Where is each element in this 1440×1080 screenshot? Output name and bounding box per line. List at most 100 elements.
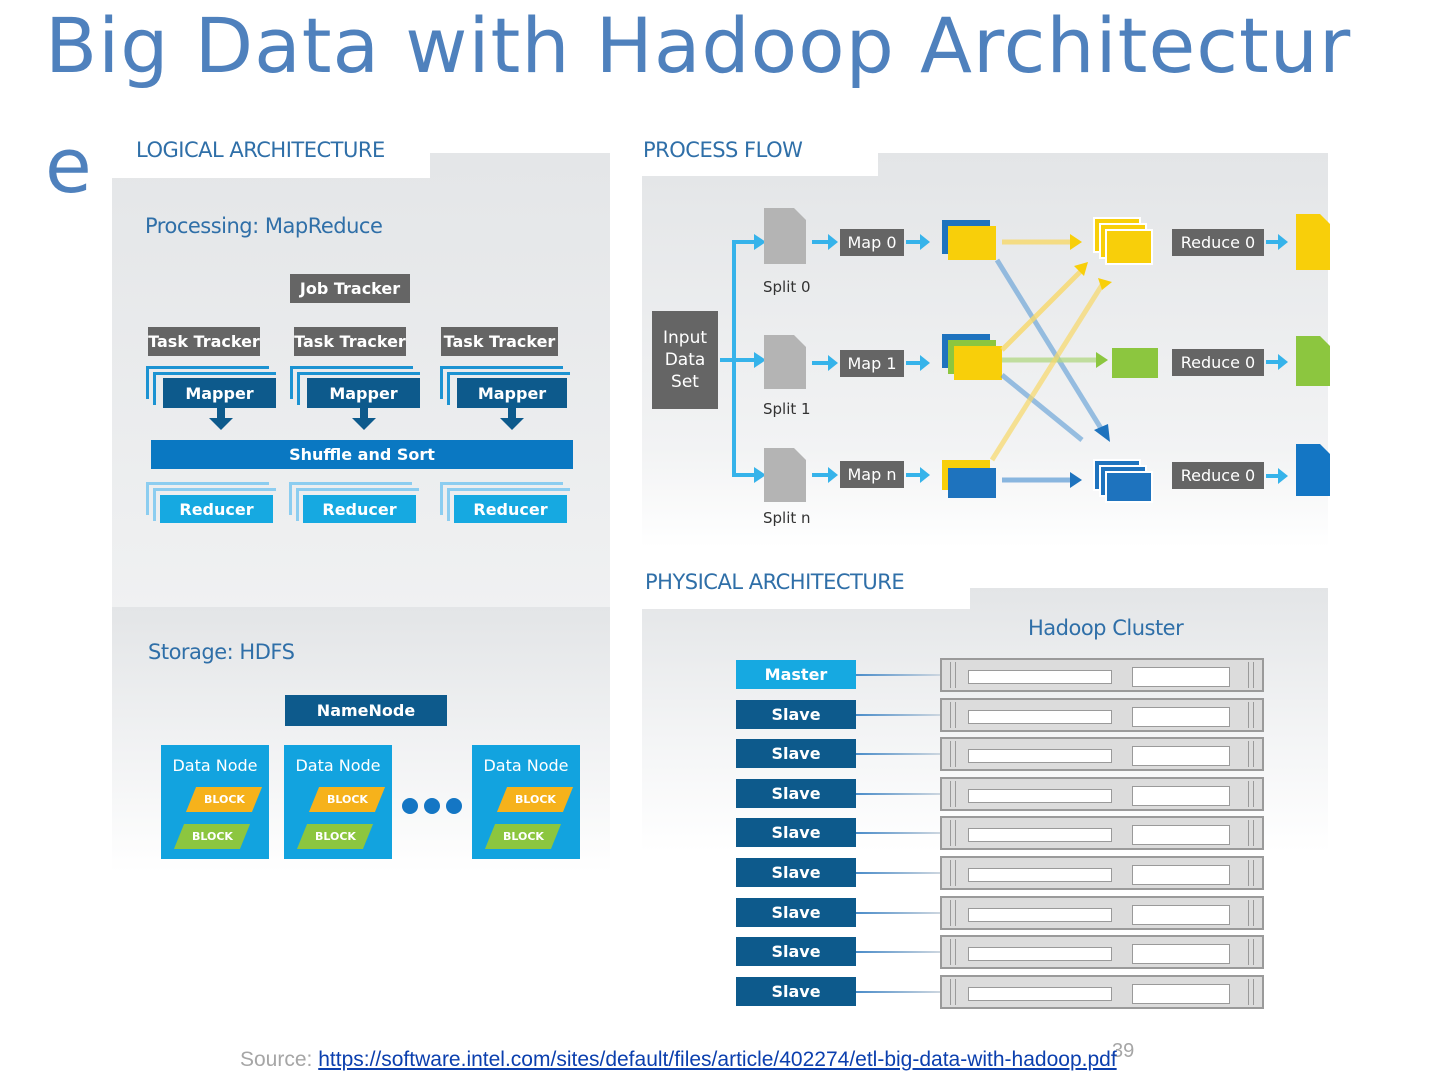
data-node-3: Data Node BLOCK BLOCK: [472, 745, 580, 859]
rack-ear: [950, 662, 956, 688]
mapper-stack-2: [290, 366, 413, 399]
rack-ear: [1248, 780, 1254, 807]
server-unit: [940, 856, 1264, 890]
logical-heading: LOGICAL ARCHITECTURE: [136, 138, 385, 162]
task-tracker-3: Task Tracker: [441, 327, 558, 356]
port-panel: [1132, 865, 1230, 885]
reducer-3: Reducer: [454, 495, 567, 523]
logical-tab-slope: [400, 128, 430, 178]
rack-ear: [950, 899, 956, 926]
server-unit: [940, 776, 1264, 811]
reduce-box: Reduce 0: [1172, 229, 1264, 256]
rack-ear: [950, 978, 956, 1005]
reducer-1: Reducer: [160, 495, 273, 523]
server-unit: [940, 974, 1264, 1009]
drive-slot: [968, 670, 1112, 684]
data-node-label: Data Node: [172, 755, 258, 775]
task-tracker-2: Task Tracker: [294, 327, 406, 356]
data-node-2: Data Node BLOCK BLOCK: [284, 745, 392, 859]
process-flow-heading: PROCESS FLOW: [643, 138, 803, 162]
mapper-1: Mapper: [163, 378, 276, 408]
map-box: Map n: [840, 461, 904, 488]
rack-ear: [1248, 701, 1254, 728]
logical-tab: [112, 128, 430, 178]
slave-node-box: Slave: [736, 858, 856, 887]
drive-slot: [968, 907, 1112, 922]
physical-heading: PHYSICAL ARCHITECTURE: [645, 570, 905, 594]
reduce-box: Reduce 0: [1172, 349, 1264, 376]
drive-slot: [968, 868, 1112, 882]
port-panel: [1132, 746, 1230, 767]
reducer-stack-3: [440, 482, 563, 515]
mapper-stack-1b: [153, 372, 276, 405]
storage-heading: Storage: HDFS: [148, 640, 295, 664]
rack-ear: [950, 701, 956, 728]
server-unit: [940, 737, 1264, 772]
split-label: Split n: [763, 509, 811, 527]
task-tracker-1: Task Tracker: [148, 327, 260, 356]
drive-slot: [968, 788, 1112, 803]
connection-line: [856, 674, 942, 676]
reducer-stack-1: [146, 482, 269, 515]
rack-ear: [1248, 978, 1254, 1005]
drive-slot: [968, 947, 1112, 962]
hadoop-cluster-label: Hadoop Cluster: [1028, 616, 1184, 640]
source-link[interactable]: https://software.intel.com/sites/default…: [318, 1048, 1117, 1071]
server-unit: [940, 935, 1264, 970]
down-arrow-icon: [352, 408, 376, 430]
master-node-box: Master: [736, 660, 856, 689]
reducer-stack-2: [289, 482, 412, 515]
connection-line: [856, 872, 942, 874]
page-number: 39: [1112, 1040, 1135, 1062]
slave-node-box: Slave: [736, 937, 856, 967]
split-label: Split 1: [763, 400, 811, 418]
process-flow-diagram: [720, 208, 1330, 503]
server-unit: [940, 658, 1264, 692]
mapper-stack-1: [146, 366, 269, 399]
mapper-2: Mapper: [307, 378, 420, 408]
slave-node-box: Slave: [736, 778, 856, 808]
server-unit: [940, 816, 1264, 851]
source-citation: Source: https://software.intel.com/sites…: [240, 1048, 1117, 1072]
server-unit: [940, 697, 1264, 732]
rack-ear: [1248, 662, 1254, 688]
data-node-label: Data Node: [483, 755, 569, 775]
mapper-stack-3b: [447, 372, 570, 405]
connection-line: [856, 911, 942, 914]
slave-node-box: Slave: [736, 976, 856, 1006]
mapper-stack-3: [440, 366, 563, 399]
slide-title: Big Data with Hadoop Architecture: [45, 1, 1352, 210]
process-flow-tab: [642, 128, 878, 176]
drive-slot: [968, 986, 1112, 1001]
port-panel: [1132, 706, 1230, 727]
map-box: Map 0: [840, 229, 904, 256]
rack-ear: [1248, 741, 1254, 768]
rack-ear: [950, 741, 956, 768]
reducer-stack-2b: [296, 488, 419, 521]
connection-line: [856, 951, 942, 954]
connection-line: [856, 792, 942, 795]
port-panel: [1132, 785, 1230, 806]
port-panel: [1132, 904, 1230, 925]
port-panel: [1132, 825, 1230, 846]
rack-ear: [1248, 820, 1254, 847]
reduce-box: Reduce 0: [1172, 462, 1264, 489]
rack-ear: [950, 820, 956, 847]
slave-node-box: Slave: [736, 699, 856, 729]
input-data-set-box: Input Data Set: [652, 311, 718, 409]
mapper-3: Mapper: [457, 378, 567, 408]
drive-slot: [968, 828, 1112, 843]
shuffle-sort-bar: Shuffle and Sort: [151, 440, 573, 469]
rack-ear: [950, 780, 956, 807]
port-panel: [1132, 983, 1230, 1004]
connection-line: [856, 990, 942, 993]
port-panel: [1132, 667, 1230, 687]
rack-ear: [1248, 939, 1254, 966]
namenode-box: NameNode: [285, 695, 447, 726]
source-label: Source:: [240, 1048, 313, 1071]
mapper-stack-2b: [297, 372, 420, 405]
ellipsis-dot: [446, 798, 462, 814]
slave-node-box: Slave: [736, 818, 856, 848]
data-node-label: Data Node: [295, 755, 381, 775]
